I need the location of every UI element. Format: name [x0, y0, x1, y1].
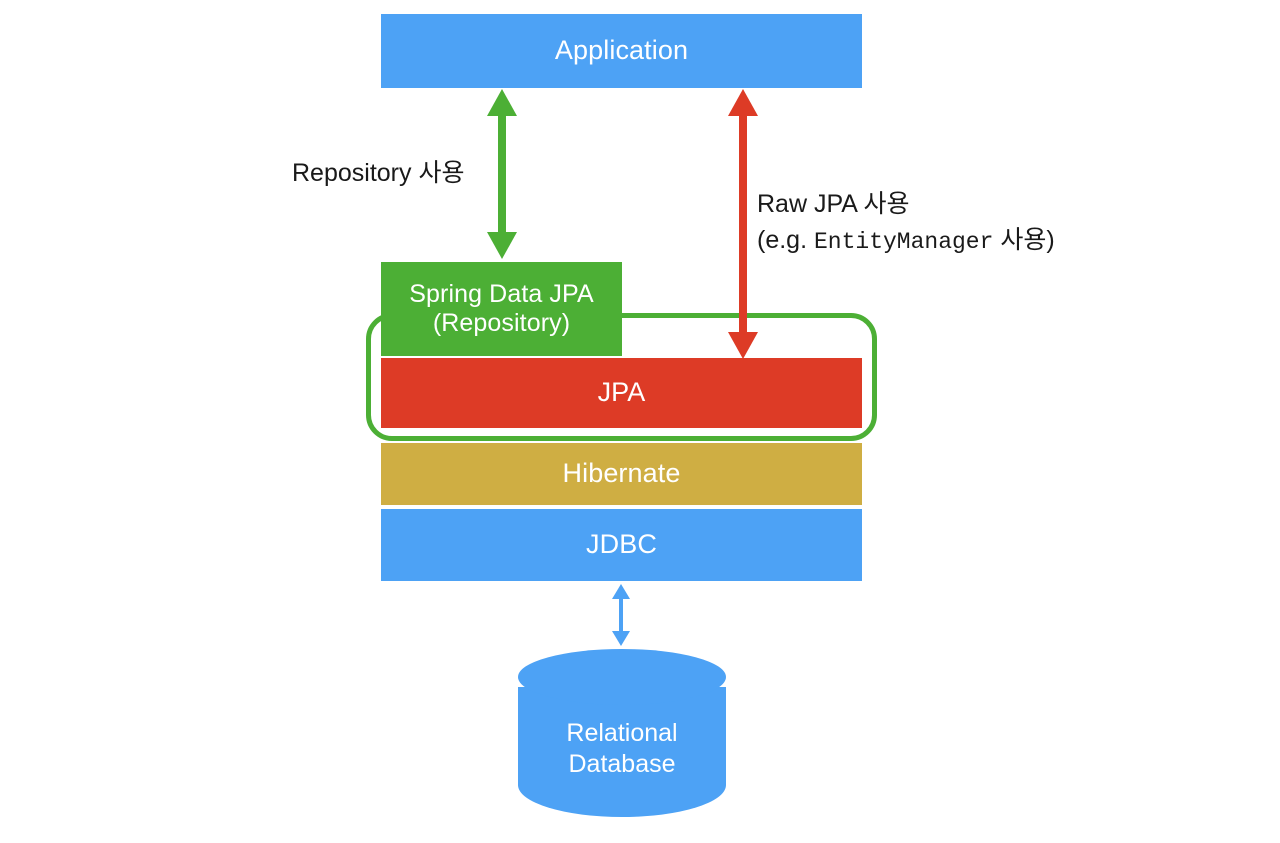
label-repository-usage: Repository 사용 [292, 159, 465, 187]
database-cylinder-icon [518, 649, 726, 817]
label-raw-jpa-entitymanager: EntityManager [813, 229, 994, 256]
label-raw-jpa-line2: (e.g. EntityManager 사용) [757, 222, 1055, 259]
label-raw-jpa-line2-prefix: (e.g. [757, 226, 814, 255]
label-raw-jpa-usage: Raw JPA 사용 (e.g. EntityManager 사용) [757, 186, 1055, 260]
box-jpa: JPA [381, 358, 862, 428]
box-jdbc: JDBC [381, 509, 862, 581]
box-hibernate: Hibernate [381, 443, 862, 505]
label-raw-jpa-line1: Raw JPA 사용 [757, 190, 910, 218]
arrow-raw-jpa-usage [728, 89, 758, 359]
arrow-jdbc-to-database [612, 584, 630, 646]
arrow-repository-usage [487, 89, 517, 259]
label-raw-jpa-line2-suffix: 사용) [993, 226, 1055, 255]
box-application: Application [381, 14, 862, 88]
box-spring-data-jpa: Spring Data JPA (Repository) [381, 262, 622, 356]
